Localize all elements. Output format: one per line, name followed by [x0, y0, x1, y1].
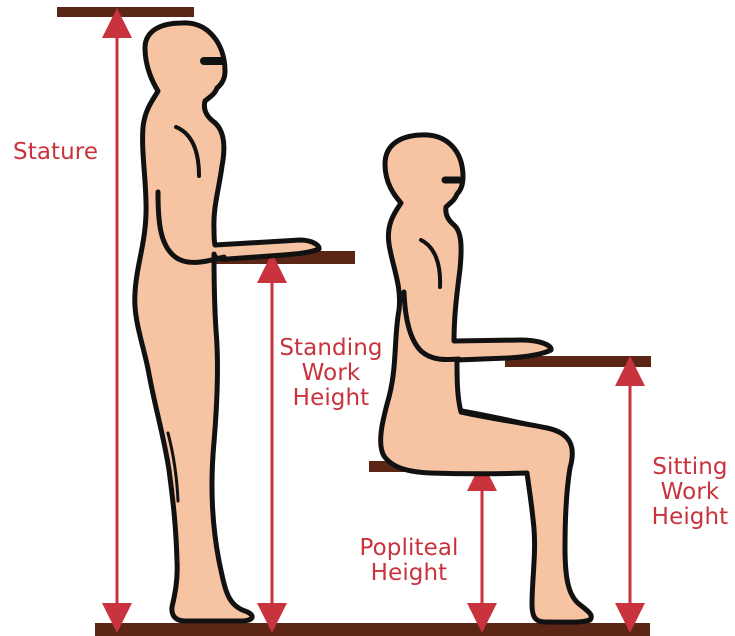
popliteal-label-line-2: Height — [357, 561, 461, 586]
popliteal-height-label: Popliteal Height — [357, 536, 461, 586]
standing-label-line-1: Standing — [279, 336, 383, 361]
sitting-label-line-1: Sitting — [648, 455, 732, 480]
standing-label-line-2: Work — [279, 361, 383, 386]
standing-person-figure — [135, 23, 319, 621]
popliteal-label-line-1: Popliteal — [357, 536, 461, 561]
stature-text: Stature — [13, 139, 98, 165]
sitting-work-height-label: Sitting Work Height — [648, 455, 732, 529]
standing-work-height-label: Standing Work Height — [279, 336, 383, 410]
stature-top-bar — [57, 7, 194, 17]
standing-label-line-3: Height — [279, 386, 383, 411]
stature-label: Stature — [13, 140, 98, 165]
sitting-label-line-2: Work — [648, 480, 732, 505]
floor-bar — [95, 623, 650, 636]
sitting-label-line-3: Height — [648, 505, 732, 530]
